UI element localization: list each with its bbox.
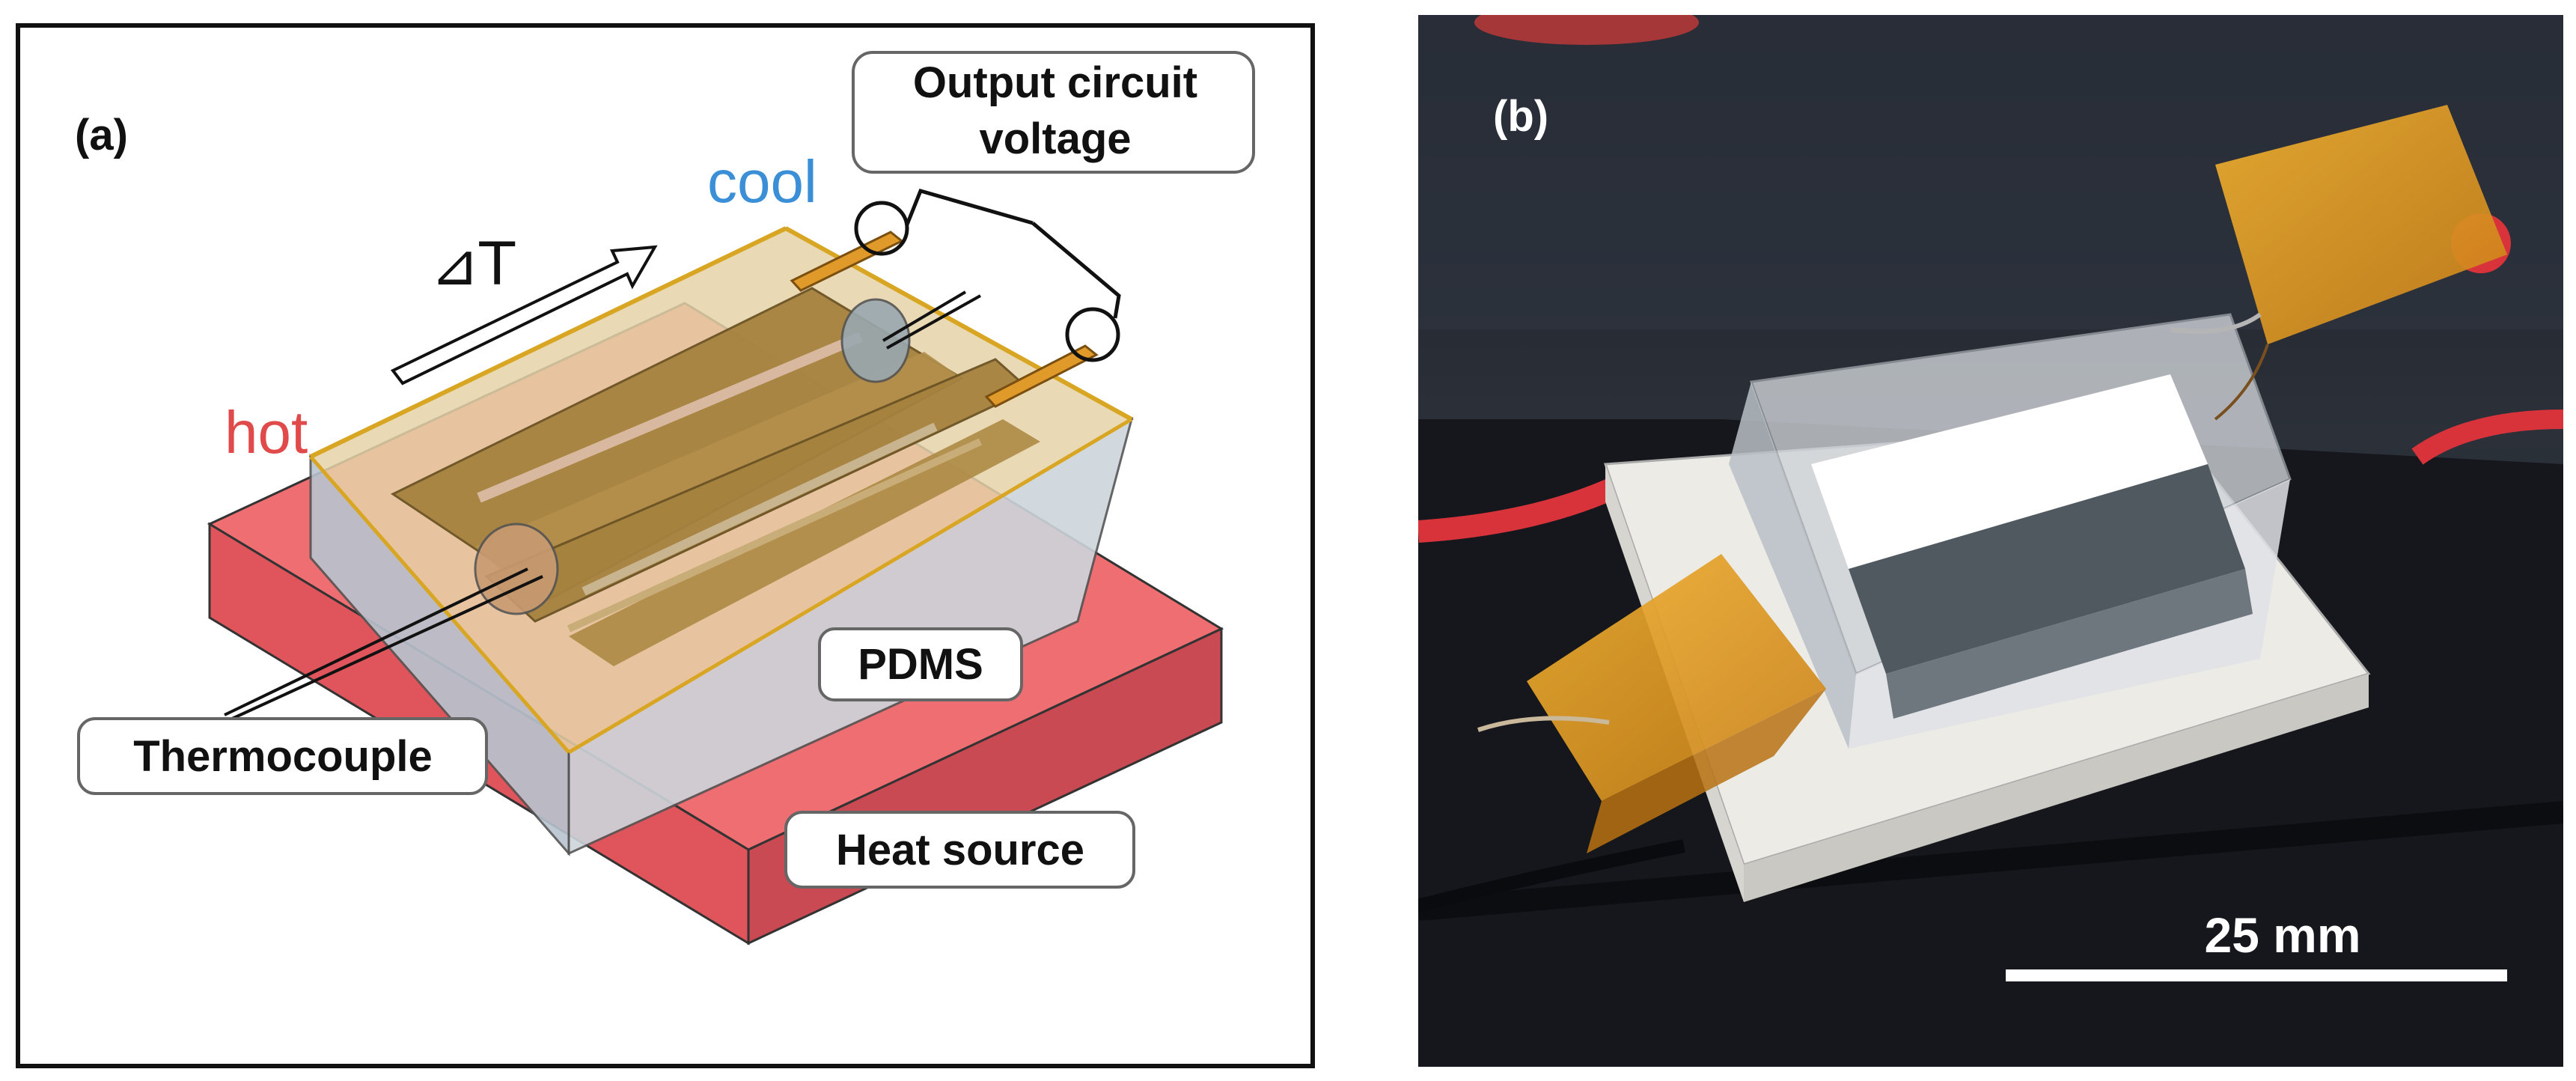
thermocouple-spot-cool [840, 298, 911, 383]
thermocouple-label-box [77, 717, 488, 795]
scale-bar-label: 25 mm [2204, 907, 2360, 963]
delta-t-label: ⊿T [430, 231, 515, 299]
output-circuit-wiring [854, 188, 1121, 362]
panel-a-tag: (a) [75, 111, 128, 159]
panel-b: 25 mm (b) [1418, 15, 2563, 1067]
cool-label: cool [707, 148, 817, 215]
output-label-box [852, 51, 1255, 174]
thermoelectric-film [390, 287, 1040, 666]
panel-b-tag: (b) [1493, 92, 1548, 141]
pdms-label: PDMS [858, 640, 983, 689]
output-label-line1: Output circuit [913, 58, 1197, 107]
delta-t-arrow [390, 245, 658, 386]
thermocouple-spot-hot [474, 523, 559, 615]
output-label-line2: voltage [979, 115, 1131, 163]
thermocouple-label: Thermocouple [133, 732, 433, 781]
panel-a: (a) Output circuit voltage cool hot ⊿T P… [16, 23, 1315, 1068]
hot-label: hot [225, 399, 308, 466]
heat-source-label-box [784, 811, 1135, 889]
pdms-label-box [818, 627, 1023, 701]
thermocouple-wires [224, 290, 981, 720]
pdms-sample [1729, 313, 2292, 749]
kapton-tape-left [1527, 554, 1826, 801]
kapton-tape-right [2215, 105, 2507, 344]
red-wire [1418, 476, 1622, 543]
electrodes [790, 231, 1099, 408]
heat-source-label: Heat source [836, 826, 1084, 874]
scale-bar [2006, 969, 2507, 981]
